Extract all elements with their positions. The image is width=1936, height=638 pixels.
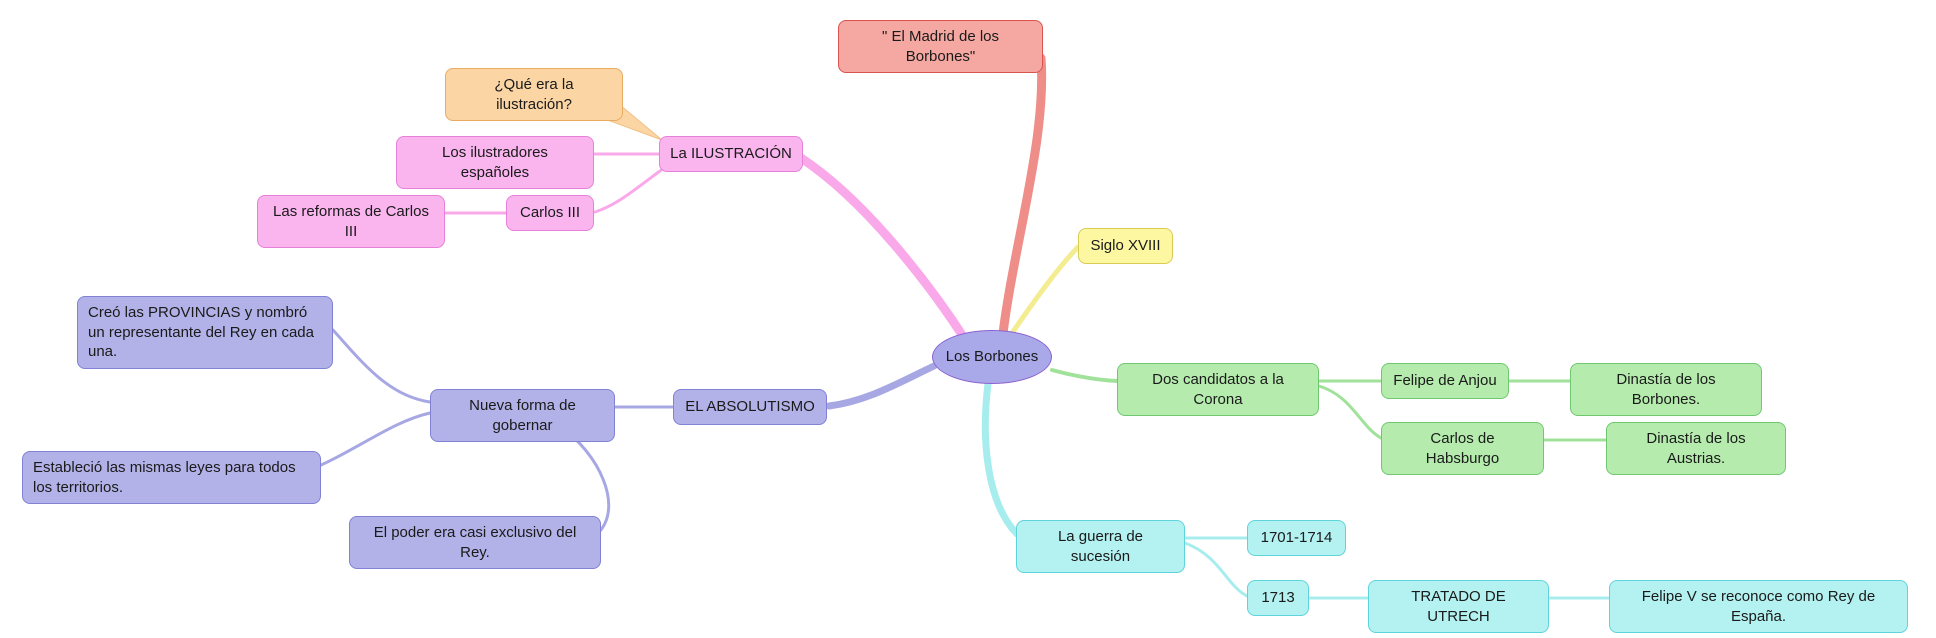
connector-central-ilustracion xyxy=(796,153,973,349)
node-el-absolutismo[interactable]: EL ABSOLUTISMO xyxy=(673,389,827,425)
connector-nueva-forma-leyes xyxy=(303,411,432,474)
node-mismas-leyes[interactable]: Estableció las mismas leyes para todos l… xyxy=(22,451,321,504)
node-felipe-de-anjou[interactable]: Felipe de Anjou xyxy=(1381,363,1509,399)
node-siglo-xviii[interactable]: Siglo XVIII xyxy=(1078,228,1173,264)
node-1701-1714[interactable]: 1701-1714 xyxy=(1247,520,1346,556)
connector-nueva-forma-provincias xyxy=(331,328,432,404)
node-ilustracion[interactable]: La ILUSTRACIÓN xyxy=(659,136,803,172)
node-ilustradores[interactable]: Los ilustradores españoles xyxy=(396,136,594,189)
node-reformas-carlos-iii[interactable]: Las reformas de Carlos III xyxy=(257,195,445,248)
node-carlos-iii[interactable]: Carlos III xyxy=(506,195,594,231)
node-creo-provincias[interactable]: Creó las PROVINCIAS y nombró un represen… xyxy=(77,296,333,369)
connector-ilustracion-carlos3 xyxy=(593,166,666,214)
connector-central-guerra xyxy=(981,380,1021,538)
node-que-era-ilustracion[interactable]: ¿Qué era la ilustración? xyxy=(445,68,623,121)
connector-central-absolutismo xyxy=(825,362,938,410)
node-dos-candidatos[interactable]: Dos candidatos a la Corona xyxy=(1117,363,1319,416)
connector-central-candidatos xyxy=(1050,368,1120,383)
node-dinastia-austrias[interactable]: Dinastía de los Austrias. xyxy=(1606,422,1786,475)
connector-guerra-1713 xyxy=(1183,541,1249,598)
connector-central-madrid xyxy=(997,53,1047,347)
node-felipe-v-rey[interactable]: Felipe V se reconoce como Rey de España. xyxy=(1609,580,1908,633)
node-madrid[interactable]: " El Madrid de los Borbones" xyxy=(838,20,1043,73)
node-nueva-forma-gobernar[interactable]: Nueva forma de gobernar xyxy=(430,389,615,442)
node-dinastia-borbones[interactable]: Dinastía de los Borbones. xyxy=(1570,363,1762,416)
node-central-los-borbones[interactable]: Los Borbones xyxy=(932,330,1052,384)
node-poder-del-rey[interactable]: El poder era casi exclusivo del Rey. xyxy=(349,516,601,569)
node-tratado-utrech[interactable]: TRATADO DE UTRECH xyxy=(1368,580,1549,633)
connector-candidatos-habsburgo xyxy=(1317,384,1383,440)
node-1713[interactable]: 1713 xyxy=(1247,580,1309,616)
connector-central-siglo xyxy=(1007,244,1081,339)
node-guerra-sucesion[interactable]: La guerra de sucesión xyxy=(1016,520,1185,573)
node-carlos-habsburgo[interactable]: Carlos de Habsburgo xyxy=(1381,422,1544,475)
